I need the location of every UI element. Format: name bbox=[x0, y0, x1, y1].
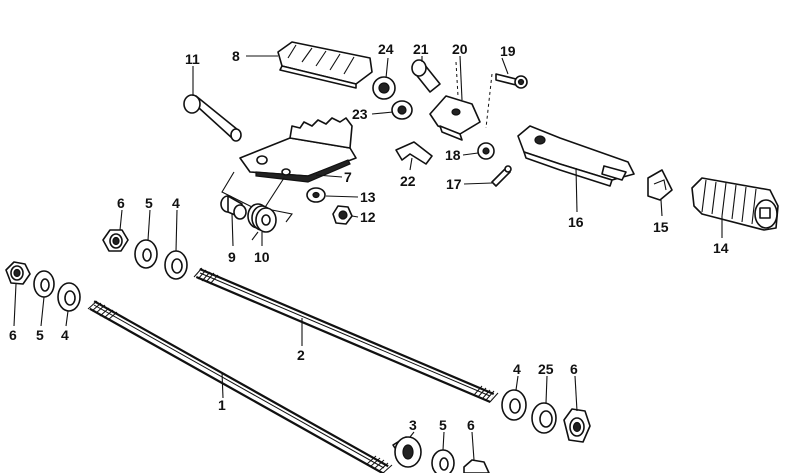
callout-5-left-upper: 5 bbox=[145, 195, 153, 211]
sleeve-3-bottom bbox=[392, 436, 422, 468]
callout-25: 25 bbox=[538, 361, 554, 377]
callout-4-left-lower: 4 bbox=[61, 327, 69, 343]
callout-15: 15 bbox=[653, 219, 669, 235]
washer-5-lower-left bbox=[33, 270, 55, 298]
nut-6-upper-left bbox=[102, 229, 129, 252]
part-10-spring bbox=[247, 203, 293, 241]
callout-14: 14 bbox=[713, 240, 729, 256]
callout-24: 24 bbox=[378, 41, 394, 57]
part-12-nut bbox=[332, 205, 353, 225]
callout-5-bottom: 5 bbox=[439, 417, 447, 433]
washer-4-upper-left bbox=[164, 250, 188, 280]
callout-4-right: 4 bbox=[513, 361, 521, 377]
part-14-footrest-rubber bbox=[691, 177, 779, 231]
callout-3: 3 bbox=[409, 417, 417, 433]
callout-5-left-lower: 5 bbox=[36, 327, 44, 343]
callout-2: 2 bbox=[297, 347, 305, 363]
part-8-footrest-rubber bbox=[277, 41, 373, 89]
callout-21: 21 bbox=[413, 41, 429, 57]
callout-1: 1 bbox=[218, 397, 226, 413]
washer-5-bottom bbox=[431, 449, 455, 473]
callout-6-right: 6 bbox=[570, 361, 578, 377]
callout-18: 18 bbox=[445, 147, 461, 163]
part-7-footplate bbox=[239, 117, 357, 183]
callout-4-left-upper: 4 bbox=[172, 195, 180, 211]
callout-16: 16 bbox=[568, 214, 584, 230]
callout-20: 20 bbox=[452, 41, 468, 57]
callout-23: 23 bbox=[352, 106, 368, 122]
part-23-bushing bbox=[391, 100, 413, 120]
nut-6-right bbox=[563, 408, 591, 443]
part-13-washer bbox=[306, 187, 326, 203]
callout-6-left-upper: 6 bbox=[117, 195, 125, 211]
part-1-long-rod bbox=[87, 300, 393, 473]
callout-11: 11 bbox=[185, 51, 200, 67]
part-15-insert bbox=[647, 169, 673, 201]
spacer-25-right bbox=[531, 402, 557, 434]
callout-6-left-lower: 6 bbox=[9, 327, 17, 343]
callout-13: 13 bbox=[360, 189, 376, 205]
callout-labels: 1 2 3 4 4 4 5 5 5 6 6 6 6 7 8 9 10 11 12… bbox=[9, 41, 729, 433]
callout-8: 8 bbox=[232, 48, 240, 64]
part-9-bushing bbox=[220, 195, 247, 220]
part-24-nut bbox=[372, 76, 396, 100]
part-11-lever bbox=[183, 94, 242, 142]
washer-4-right bbox=[501, 389, 527, 421]
part-22-clip bbox=[395, 141, 433, 165]
part-19-bolt bbox=[495, 73, 528, 89]
washer-4-lower-left bbox=[57, 282, 81, 312]
leader-lines bbox=[13, 55, 723, 461]
part-2-rod bbox=[193, 267, 499, 404]
part-21-pin bbox=[411, 59, 441, 93]
part-20-bracket bbox=[429, 95, 481, 141]
callout-17: 17 bbox=[446, 176, 462, 192]
part-17-split-pin bbox=[491, 165, 512, 187]
part-18-washer bbox=[477, 142, 495, 160]
callout-22: 22 bbox=[400, 173, 416, 189]
callout-10: 10 bbox=[254, 249, 270, 265]
part-16-footrest-arm bbox=[517, 125, 635, 187]
callout-6-bottom: 6 bbox=[467, 417, 475, 433]
callout-7: 7 bbox=[344, 169, 352, 185]
nut-6-bottom bbox=[463, 459, 490, 473]
callout-9: 9 bbox=[228, 249, 236, 265]
callout-12: 12 bbox=[360, 209, 376, 225]
nut-6-lower-left bbox=[5, 261, 31, 285]
callout-19: 19 bbox=[500, 43, 516, 59]
washer-5-upper-left bbox=[134, 239, 158, 269]
